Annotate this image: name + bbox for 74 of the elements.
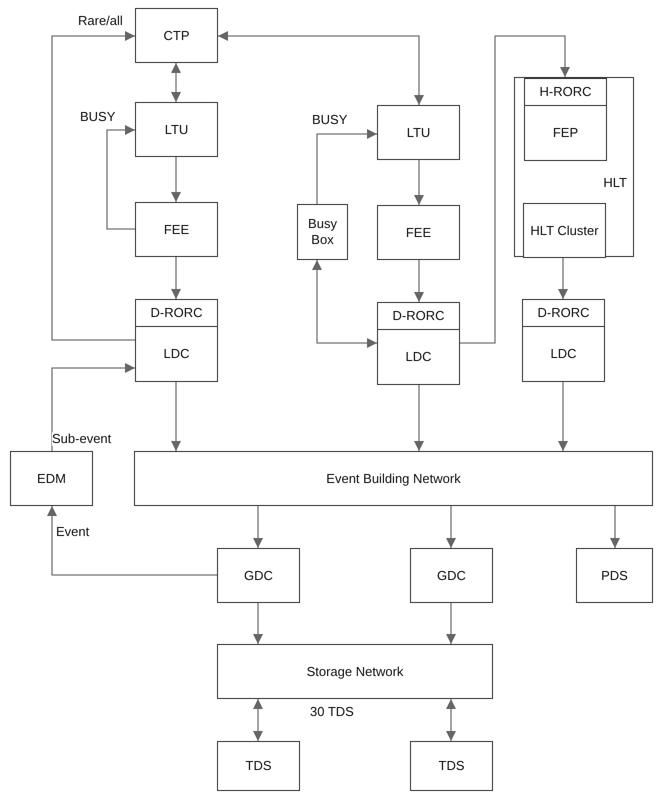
arrow — [253, 699, 263, 741]
process-box — [217, 548, 300, 603]
arrow — [414, 160, 424, 205]
arrow — [218, 31, 424, 105]
process-box — [135, 102, 218, 157]
box-label: GDC — [437, 568, 466, 584]
process-box — [135, 8, 218, 63]
process-box — [410, 741, 493, 791]
process-box — [522, 299, 605, 382]
arrow — [47, 506, 217, 576]
box-label: FEP — [552, 125, 578, 141]
box-label: Storage Network — [306, 664, 404, 680]
box-label: CTP — [164, 28, 190, 44]
process-box — [217, 644, 493, 699]
edge-label: Event — [56, 525, 90, 540]
process-box — [135, 202, 218, 257]
arrow — [446, 603, 456, 644]
arrow — [51, 31, 135, 341]
arrow — [316, 129, 377, 204]
process-box — [377, 302, 460, 385]
process-box — [134, 451, 653, 506]
arrow — [446, 506, 456, 548]
box-label: LTU — [164, 122, 188, 138]
box-label: FEE — [164, 222, 190, 238]
process-box — [524, 78, 607, 161]
arrow — [460, 35, 570, 344]
box-label: PDS — [601, 568, 628, 584]
process-box — [410, 548, 493, 603]
process-box — [576, 548, 653, 603]
process-box — [523, 203, 606, 258]
arrow — [171, 63, 181, 102]
arrow — [558, 382, 568, 451]
box-label: LTU — [406, 124, 430, 140]
arrow — [171, 157, 181, 202]
process-box — [377, 105, 460, 160]
arrow — [253, 603, 263, 644]
box-label: LDC — [405, 349, 432, 365]
arrow — [414, 385, 424, 451]
arrow — [51, 363, 135, 451]
edge-label: Rare/all — [78, 14, 123, 28]
arrow — [171, 382, 181, 451]
process-box — [377, 205, 460, 260]
edge-label: Sub-event — [52, 432, 112, 446]
box-label: LDC — [550, 346, 576, 362]
box-label: Event Building Network — [326, 470, 461, 486]
process-box — [217, 741, 300, 791]
process-box — [10, 451, 93, 506]
note-label: 30 TDS — [310, 705, 354, 720]
box-label: D-RORC — [392, 308, 444, 324]
box-label: TDS — [246, 758, 272, 774]
box-label: GDC — [244, 568, 273, 584]
box-label: HLT Cluster — [530, 222, 599, 238]
process-box — [135, 299, 218, 382]
group-box — [514, 77, 634, 257]
box-label: D-RORC — [538, 305, 590, 321]
edge-label: BUSY — [312, 113, 348, 128]
arrow — [446, 699, 456, 741]
arrow — [106, 125, 135, 230]
arrow — [414, 260, 424, 302]
box-label: Busy Box — [307, 216, 338, 248]
arrow — [610, 506, 620, 548]
arrow — [558, 257, 568, 299]
process-box — [297, 204, 348, 260]
box-label: HLT — [603, 175, 627, 191]
arrow — [253, 506, 263, 548]
arrow — [312, 260, 377, 348]
box-label: H-RORC — [540, 84, 592, 100]
box-label: FEE — [406, 224, 432, 240]
box-label: EDM — [37, 470, 66, 486]
edge-label: BUSY — [80, 110, 116, 124]
box-label: LDC — [163, 346, 190, 362]
box-label: D-RORC — [150, 305, 202, 321]
arrow — [171, 257, 181, 299]
box-label: TDS — [438, 758, 464, 774]
